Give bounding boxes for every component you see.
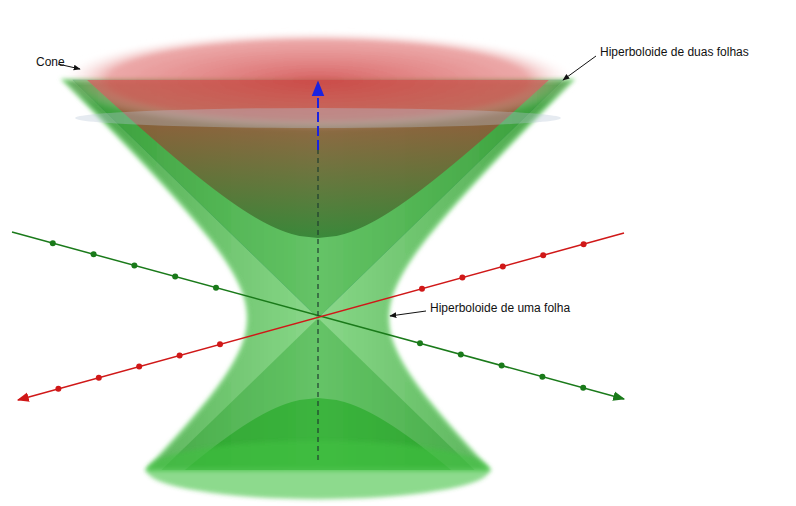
axis-tick [96, 375, 102, 381]
one-sheet-hyperboloid [63, 80, 573, 470]
axis-tick [136, 364, 142, 370]
callout-label: Hiperboloide de uma folha [430, 301, 570, 315]
callout-label: Cone [36, 55, 65, 69]
axis-tick [540, 252, 546, 258]
axis-tick [500, 263, 506, 269]
axis-tick [91, 251, 97, 257]
callout-label: Hiperboloide de duas folhas [600, 45, 749, 59]
axis-tick [172, 274, 178, 280]
axis-tick [213, 285, 219, 291]
z-axis [317, 82, 319, 150]
leader-line [563, 56, 596, 80]
axis-tick [580, 385, 586, 391]
axis-tick [177, 352, 183, 358]
axis-tick [581, 241, 587, 247]
y-axis [18, 233, 624, 400]
axis-tick [131, 262, 137, 268]
axis-tick [499, 363, 505, 369]
z-axis-hidden [317, 150, 318, 460]
leader-line [390, 311, 426, 316]
axis-tick [419, 286, 425, 292]
axis-tick [50, 240, 56, 246]
axis-tick [459, 275, 465, 281]
axis-tick [417, 340, 423, 346]
axis-tick [217, 341, 223, 347]
axis-tick [55, 386, 61, 392]
axis-tick [539, 374, 545, 380]
axis-tick [458, 351, 464, 357]
